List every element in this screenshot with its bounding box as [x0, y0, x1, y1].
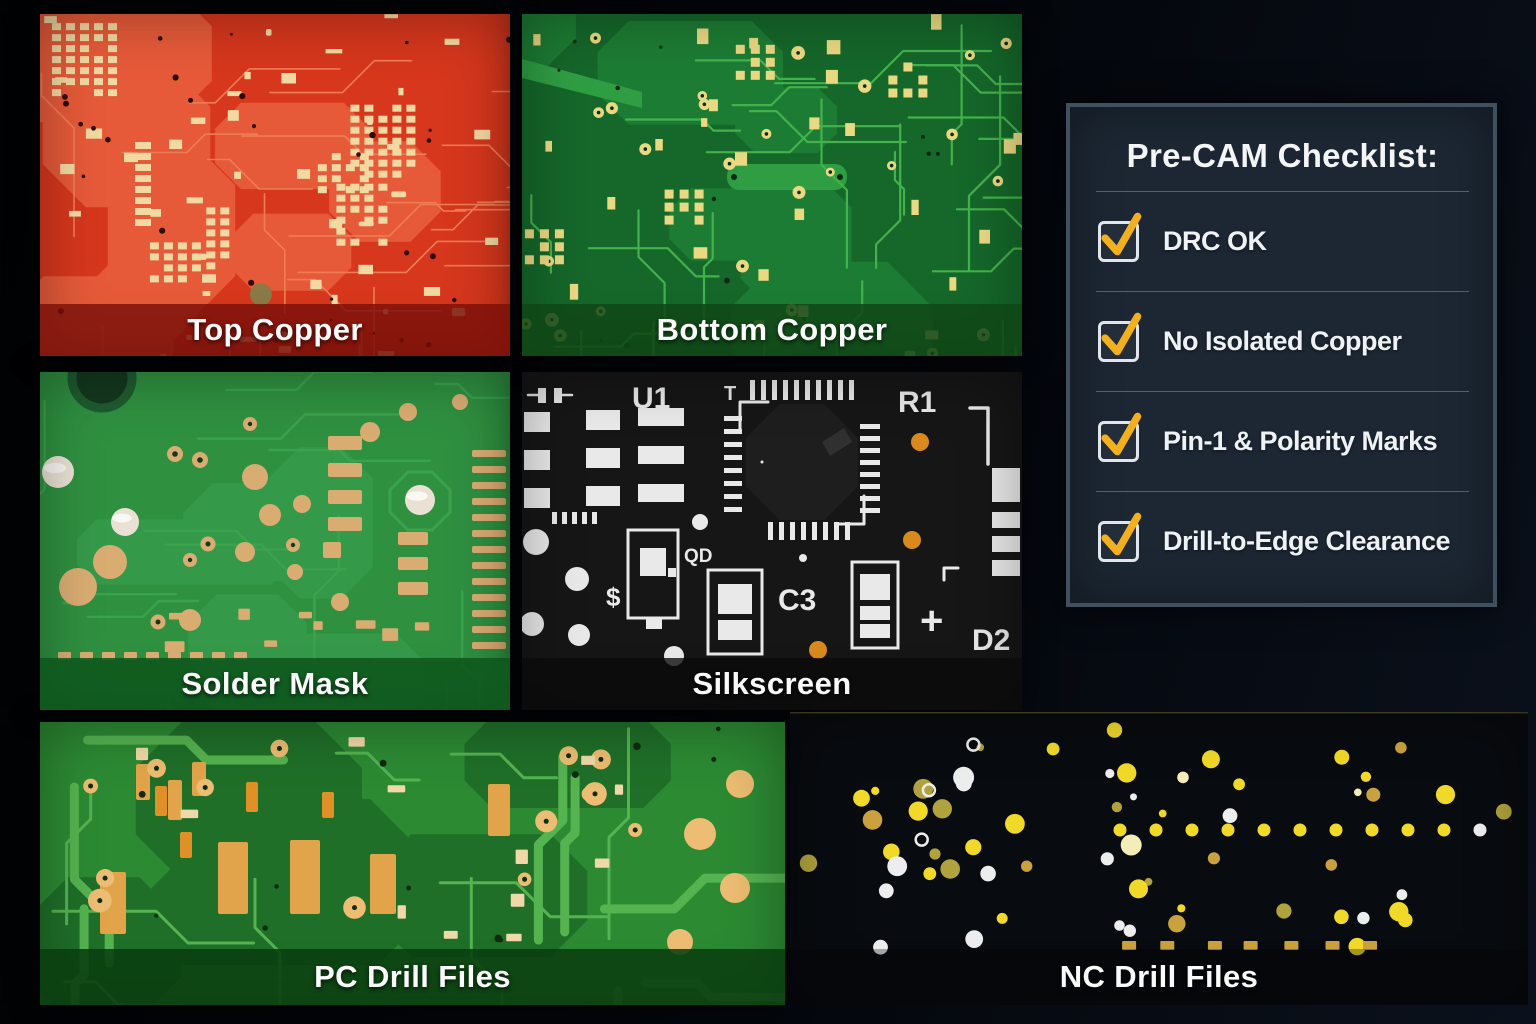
checklist-divider: [1096, 291, 1469, 292]
checklist-divider: [1096, 191, 1469, 192]
svg-text:T: T: [724, 383, 736, 405]
svg-text:U1: U1: [632, 382, 670, 415]
checkbox-checked-icon[interactable]: [1098, 412, 1142, 462]
svg-text:C3: C3: [778, 584, 816, 617]
caption-label: Bottom Copper: [656, 312, 888, 347]
svg-text:QD: QD: [684, 546, 713, 567]
caption-bottom-copper: Bottom Copper: [522, 304, 1022, 356]
caption-label: Top Copper: [187, 312, 363, 347]
panel-nc-drill-files: NC Drill Files: [790, 712, 1528, 1005]
checkbox-checked-icon[interactable]: [1098, 212, 1142, 262]
caption-pc-drill-files: PC Drill Files: [40, 949, 785, 1005]
checkbox-checked-icon[interactable]: [1098, 312, 1142, 362]
nc-drill-files-image: [790, 712, 1528, 1005]
caption-label: Solder Mask: [181, 666, 369, 701]
checklist-item-pin1-polarity-marks: Pin-1 & Polarity Marks: [1096, 392, 1469, 491]
checklist-divider: [1096, 491, 1469, 492]
caption-top-copper: Top Copper: [40, 304, 510, 356]
svg-text:R1: R1: [898, 386, 936, 419]
svg-text:$: $: [606, 582, 621, 612]
checklist-divider: [1096, 391, 1469, 392]
pre-cam-checklist-panel: Pre-CAM Checklist: DRC OK No Isolated Co…: [1066, 103, 1497, 607]
caption-solder-mask: Solder Mask: [40, 658, 510, 710]
checklist-item-drc-ok: DRC OK: [1096, 192, 1469, 291]
caption-label: PC Drill Files: [314, 959, 511, 994]
checklist-item-label: Drill-to-Edge Clearance: [1163, 526, 1451, 556]
svg-text:D2: D2: [972, 624, 1010, 657]
panel-bottom-copper: Bottom Copper: [522, 14, 1022, 356]
checklist-title: Pre-CAM Checklist:: [1126, 137, 1439, 174]
panel-pc-drill-files: PC Drill Files: [40, 722, 785, 1005]
checkbox-checked-icon[interactable]: [1098, 512, 1142, 562]
checklist-item-no-isolated-copper: No Isolated Copper: [1096, 292, 1469, 391]
checklist-item-label: Pin-1 & Polarity Marks: [1163, 426, 1438, 456]
caption-label: NC Drill Files: [1059, 959, 1259, 994]
bottom-copper-layer-image: [522, 14, 1022, 356]
checklist-item-label: No Isolated Copper: [1163, 326, 1402, 356]
caption-silkscreen: Silkscreen: [522, 658, 1022, 710]
panel-solder-mask: Solder Mask: [40, 372, 510, 710]
panel-top-copper: Top Copper: [40, 14, 510, 356]
svg-text:+: +: [920, 599, 943, 643]
checklist-item-drill-to-edge-clearance: Drill-to-Edge Clearance: [1096, 492, 1469, 591]
checklist-item-label: DRC OK: [1163, 226, 1267, 256]
caption-label: Silkscreen: [692, 666, 852, 701]
caption-nc-drill-files: NC Drill Files: [790, 949, 1528, 1005]
